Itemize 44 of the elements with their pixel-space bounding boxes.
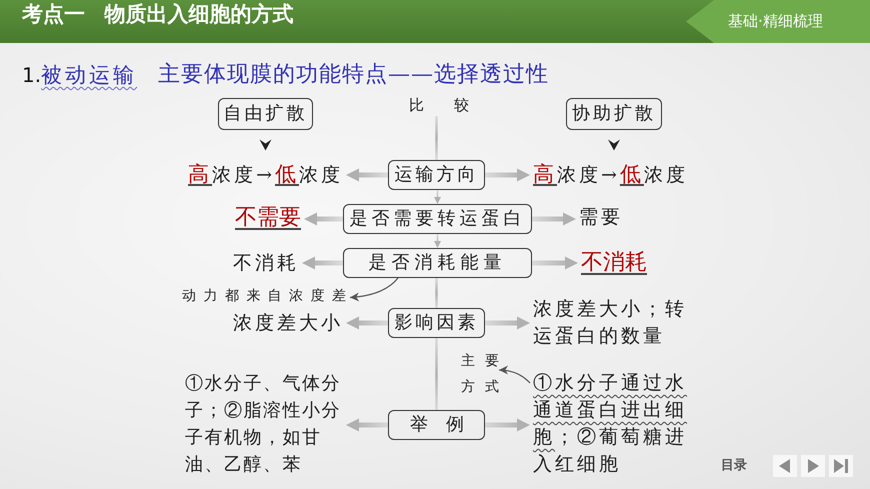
arrow [485, 316, 530, 330]
section-heading: 1.被动运输 [22, 62, 138, 89]
result-text: 高浓度→低浓度 [530, 160, 700, 189]
result-text: 浓度差大小；转运蛋白的数量 [530, 296, 695, 352]
rounded-box: 自由扩散 [218, 98, 313, 130]
arrow [304, 212, 343, 226]
result-text: ①水分子、气体分子；②脂溶性小分子有机物，如甘油、乙醇、苯 [182, 370, 346, 480]
arrow [346, 418, 388, 432]
leader-arrow [350, 278, 398, 302]
menu-link: 目录 [721, 457, 748, 475]
result-text: 高浓度→低浓度 [180, 160, 346, 189]
arrow [434, 190, 441, 204]
arrow [346, 316, 388, 330]
note-text: 动力都来自浓度差 [182, 287, 350, 306]
arrow [485, 418, 530, 432]
column-heading: 比较 [409, 94, 469, 116]
arrow [532, 256, 578, 270]
connector-line [435, 278, 438, 308]
arrow [434, 234, 441, 248]
result-text: ①水分子通过水通道蛋白进出细胞；②葡萄糖进入红细胞 [530, 370, 695, 480]
result-text: 不消耗 [226, 249, 302, 278]
rounded-box: 影响因素 [388, 308, 485, 338]
rounded-box: 是否需要转运蛋白 [343, 204, 532, 234]
arrowhead [608, 140, 620, 150]
result-text: 不需要 [222, 202, 304, 233]
rounded-box: 协助扩散 [566, 98, 662, 130]
arrowhead [260, 140, 272, 150]
section-tab: 基础·精细梳理 [686, 0, 870, 43]
result-text: 不消耗 [578, 247, 664, 278]
rounded-box: 举例 [388, 410, 485, 440]
note-text: 主要方式 [461, 348, 499, 400]
connector-line [435, 338, 438, 410]
leader-arrow [498, 366, 530, 384]
result-text: 需要 [576, 203, 636, 232]
result-text: 浓度差大小 [226, 309, 346, 338]
title: 考点一 物质出入细胞的方式 [22, 1, 294, 28]
arrow [302, 256, 343, 270]
connector-line [435, 116, 438, 160]
arrow [346, 168, 388, 182]
arrow [532, 212, 576, 226]
arrow [485, 168, 530, 182]
subheading-text: 主要体现膜的功能特点——选择透过性 [158, 61, 550, 89]
rounded-box: 是否消耗能量 [343, 248, 532, 278]
rounded-box: 运输方向 [388, 160, 485, 190]
